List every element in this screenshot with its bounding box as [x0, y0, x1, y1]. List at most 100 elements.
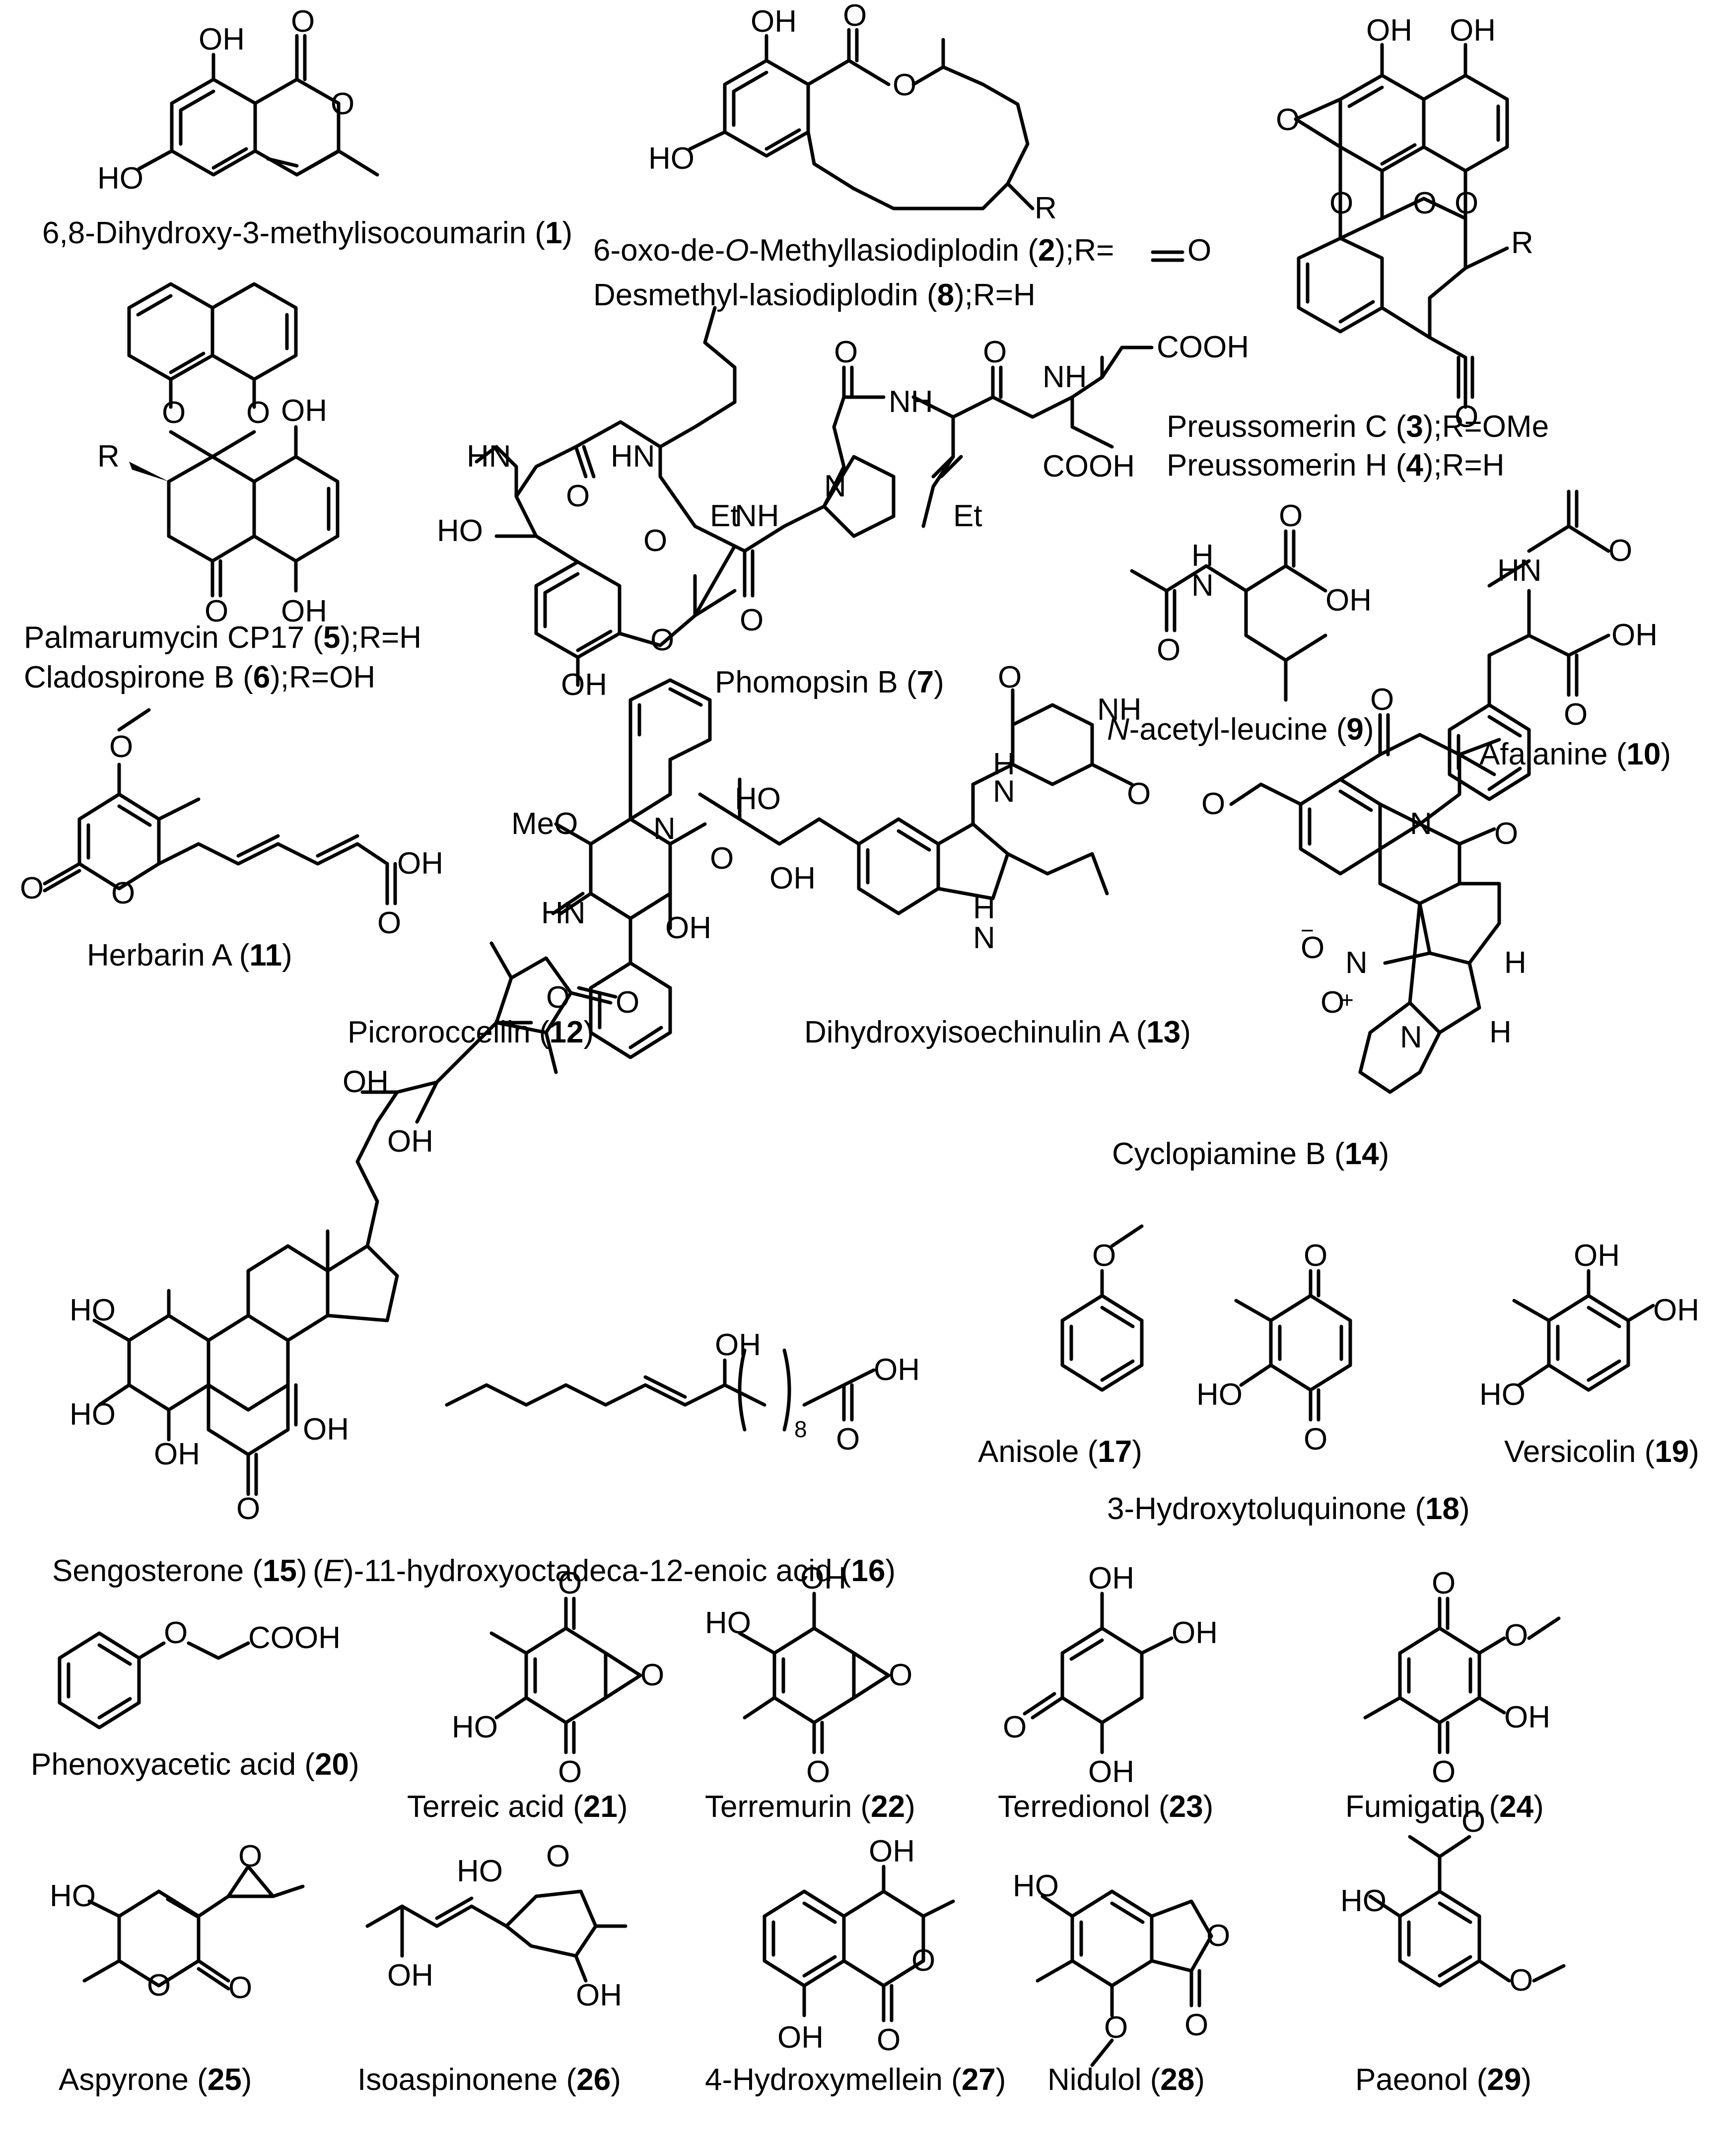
caption-compound-14: Cyclopiamine B (14)	[1112, 1137, 1389, 1171]
svg-text:OH: OH	[387, 1124, 433, 1159]
svg-text:HO: HO	[452, 1710, 498, 1744]
svg-text:O: O	[1304, 1239, 1327, 1273]
svg-text:O: O	[1184, 2008, 1208, 2042]
structure-compound-23: OH OH OH O	[1003, 1561, 1218, 1789]
svg-text:OH: OH	[1325, 583, 1372, 618]
svg-text:O: O	[911, 1943, 935, 1978]
caption-compound-13: Dihydroxyisoechinulin A (13)	[804, 1015, 1191, 1049]
svg-text:OH: OH	[199, 22, 245, 57]
svg-text:O: O	[1455, 400, 1478, 434]
svg-text:O: O	[1461, 1804, 1485, 1839]
svg-text:O: O	[1003, 1710, 1027, 1744]
svg-text:O: O	[164, 1616, 188, 1650]
svg-text:HO: HO	[1340, 1884, 1387, 1918]
svg-text:O: O	[291, 4, 315, 39]
svg-text:COOH: COOH	[248, 1621, 341, 1655]
svg-text:OH: OH	[576, 1978, 622, 2012]
structure-compound-16: OH 8 OH O	[445, 1328, 920, 1456]
svg-text:N: N	[653, 812, 676, 846]
svg-text:OH: OH	[1366, 13, 1412, 48]
structure-compound-7: HN HO O HN O Et NH O O N O NH O Et NH CO…	[437, 306, 1249, 702]
svg-text:O: O	[877, 2023, 901, 2057]
svg-text:O: O	[650, 623, 674, 657]
caption-compound-11: Herbarin A (11)	[87, 938, 292, 972]
svg-text:O: O	[1413, 186, 1437, 220]
svg-text:OH: OH	[1088, 1755, 1134, 1789]
svg-text:OH: OH	[561, 668, 607, 702]
svg-text:O: O	[998, 660, 1022, 694]
svg-text:O: O	[1329, 186, 1353, 220]
caption-compound-3: Preussomerin C (3);R=OMe	[1167, 410, 1549, 444]
caption-compound-8: Desmethyl-lasiodiplodin (8);R=H	[593, 278, 1036, 312]
svg-text:HN: HN	[541, 896, 586, 930]
caption-compound-26: Isoaspinonene (26)	[357, 2063, 621, 2097]
caption-compound-12: Picroroccellin (12)	[347, 1015, 594, 1049]
caption-compound-24: Fumigatin (24)	[1345, 1790, 1544, 1824]
svg-text:OH: OH	[1172, 1616, 1218, 1650]
svg-text:O: O	[20, 871, 44, 905]
svg-text:N: N	[1400, 1020, 1422, 1054]
structure-compound-10: HN O OH O	[1448, 489, 1658, 801]
svg-text:Et: Et	[953, 499, 982, 533]
svg-text:N: N	[1345, 946, 1368, 980]
svg-text:HO: HO	[97, 161, 143, 196]
svg-text:O: O	[1201, 787, 1225, 821]
structure-compound-2-8: OH O O HO R	[648, 0, 1057, 225]
svg-text:R: R	[1511, 226, 1533, 260]
structure-compound-1: OH O O HO	[97, 4, 379, 196]
svg-text:OH: OH	[715, 1328, 761, 1362]
structure-compound-25: HO O O O	[50, 1839, 305, 2005]
svg-text:O: O	[1509, 1963, 1533, 1998]
svg-text:O: O	[162, 396, 186, 430]
svg-text:NH: NH	[1042, 360, 1087, 394]
svg-text:COOH: COOH	[1157, 330, 1249, 364]
svg-text:O: O	[1370, 683, 1394, 717]
svg-text:O: O	[1432, 1755, 1456, 1789]
structure-compound-22: OH O O HO	[705, 1561, 912, 1789]
svg-text:OH: OH	[281, 394, 327, 428]
caption-compound-18: 3-Hydroxytoluquinone (18)	[1107, 1492, 1470, 1526]
svg-text:−: −	[1301, 917, 1314, 943]
svg-text:HO: HO	[1479, 1378, 1526, 1412]
svg-text:O: O	[616, 985, 639, 1020]
svg-text:OH: OH	[751, 4, 797, 39]
svg-text:N: N	[824, 469, 846, 503]
caption-compound-4: Preussomerin H (4);R=H	[1167, 448, 1504, 483]
svg-text:COOH: COOH	[1042, 449, 1135, 484]
structure-compound-26: HO OH O OH	[365, 1839, 627, 2012]
svg-text:Et: Et	[710, 499, 739, 533]
svg-text:H: H	[1489, 1015, 1512, 1049]
svg-text:O: O	[1455, 186, 1478, 220]
caption-compound-1: 6,8-Dihydroxy-3-methylisocoumarin (1)	[42, 216, 572, 250]
svg-text:R: R	[97, 439, 120, 474]
structure-compound-9: H N O O OH	[1130, 499, 1372, 702]
svg-text:O: O	[1279, 499, 1303, 533]
svg-text:OH: OH	[343, 1065, 389, 1099]
svg-text:HO: HO	[457, 1854, 503, 1888]
svg-text:O: O	[1304, 1422, 1327, 1456]
caption-compound-17: Anisole (17)	[978, 1435, 1142, 1469]
svg-text:+: +	[1340, 987, 1354, 1013]
svg-text:O: O	[238, 1839, 262, 1873]
svg-text:H: H	[1504, 946, 1527, 980]
svg-text:O: O	[710, 841, 734, 876]
svg-text:HO: HO	[735, 782, 781, 816]
svg-text:OH: OH	[397, 846, 443, 881]
structure-compound-28: HO O O O	[1013, 1869, 1230, 2067]
svg-text:HO: HO	[69, 1397, 116, 1432]
svg-text:O: O	[1494, 817, 1518, 851]
structure-compound-5-6: O O R OH OH O	[97, 282, 340, 628]
structure-compound-19: OH OH HO	[1479, 1239, 1699, 1412]
svg-text:O: O	[740, 603, 764, 637]
svg-text:O: O	[640, 1658, 664, 1692]
caption-compound-21: Terreic acid (21)	[407, 1790, 628, 1824]
svg-text:OH: OH	[303, 1412, 349, 1447]
svg-text:O: O	[1320, 985, 1344, 1020]
svg-text:O: O	[558, 1755, 582, 1789]
svg-text:O: O	[147, 1968, 171, 2003]
svg-text:O: O	[643, 524, 667, 558]
svg-text:O: O	[228, 1971, 252, 2005]
svg-text:H: H	[1191, 539, 1214, 573]
svg-text:O: O	[836, 1422, 860, 1456]
